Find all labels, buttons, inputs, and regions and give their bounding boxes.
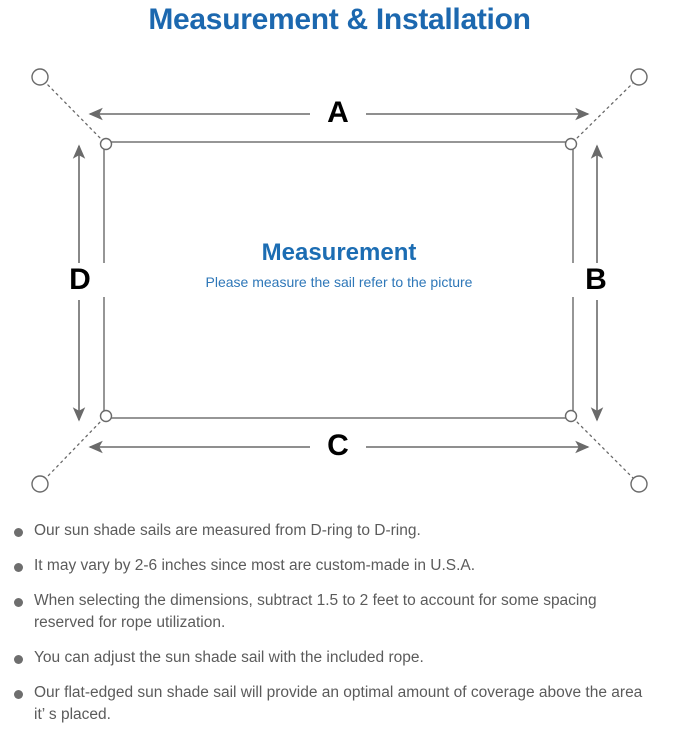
rope-line-top-left bbox=[45, 82, 105, 143]
page-title: Measurement & Installation bbox=[148, 3, 531, 36]
d-ring-top-left bbox=[99, 137, 113, 151]
list-item: It may vary by 2-6 inches since most are… bbox=[0, 555, 679, 577]
d-ring-bottom-right bbox=[564, 409, 578, 423]
diagram-svg bbox=[31, 68, 648, 493]
list-item-text: When selecting the dimensions, subtract … bbox=[34, 592, 597, 631]
bullet-icon bbox=[14, 598, 23, 607]
list-item: You can adjust the sun shade sail with t… bbox=[0, 647, 679, 669]
bullet-icon bbox=[14, 655, 23, 664]
rope-line-bottom-left bbox=[45, 417, 105, 479]
bullet-icon bbox=[14, 563, 23, 572]
shade-sail-measurement-diagram: Measurement Please measure the sail refe… bbox=[0, 48, 679, 518]
anchor-top-left bbox=[31, 68, 49, 86]
list-item-text: You can adjust the sun shade sail with t… bbox=[34, 649, 424, 666]
rope-line-bottom-right bbox=[572, 417, 634, 479]
d-ring-top-right bbox=[564, 137, 578, 151]
rope-line-top-right bbox=[572, 82, 634, 143]
list-item: When selecting the dimensions, subtract … bbox=[0, 590, 679, 634]
bullet-icon bbox=[14, 528, 23, 537]
anchor-bottom-right bbox=[630, 475, 648, 493]
list-item: Our flat-edged sun shade sail will provi… bbox=[0, 682, 679, 726]
anchor-bottom-left bbox=[31, 475, 49, 493]
notes-list: Our sun shade sails are measured from D-… bbox=[0, 520, 679, 739]
list-item: Our sun shade sails are measured from D-… bbox=[0, 520, 679, 542]
d-ring-bottom-left bbox=[99, 409, 113, 423]
bullet-icon bbox=[14, 690, 23, 699]
list-item-text: It may vary by 2-6 inches since most are… bbox=[34, 557, 476, 574]
list-item-text: Our sun shade sails are measured from D-… bbox=[34, 522, 421, 539]
list-item-text: Our flat-edged sun shade sail will provi… bbox=[34, 684, 643, 723]
anchor-top-right bbox=[630, 68, 648, 86]
sail-rectangle bbox=[103, 141, 574, 419]
